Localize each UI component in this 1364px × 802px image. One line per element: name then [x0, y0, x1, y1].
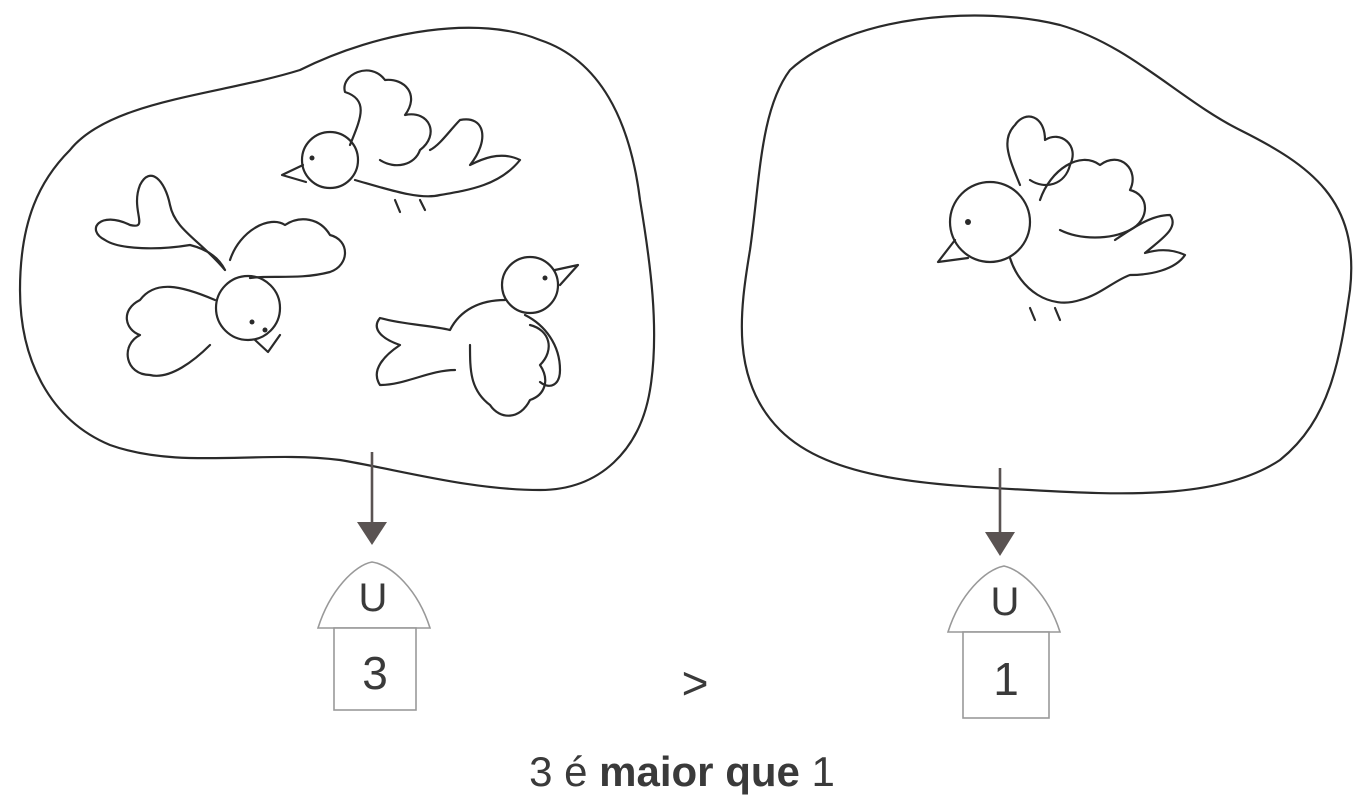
right-arrowhead: [985, 532, 1015, 556]
bird-icon: [936, 115, 1187, 322]
left-house: [316, 561, 432, 711]
bird-icon: [280, 69, 522, 214]
left-unit-label: U: [358, 576, 388, 620]
comparison-sentence: 3 é maior que 1: [0, 748, 1364, 796]
bird-icon: [375, 255, 580, 417]
sentence-bold: maior que: [599, 748, 800, 795]
left-set-blob: [18, 26, 656, 492]
comparison-symbol: >: [681, 657, 709, 709]
right-unit-label: U: [990, 580, 1020, 624]
right-set-blob: [740, 14, 1353, 495]
left-birds: [94, 69, 580, 417]
left-value: 3: [362, 647, 388, 699]
bird-icon: [94, 174, 346, 377]
right-value: 1: [993, 653, 1019, 705]
sentence-part2: 1: [811, 748, 835, 795]
left-arrowhead: [357, 522, 387, 545]
sentence-part1: 3 é: [529, 748, 588, 795]
right-house: [946, 565, 1062, 719]
